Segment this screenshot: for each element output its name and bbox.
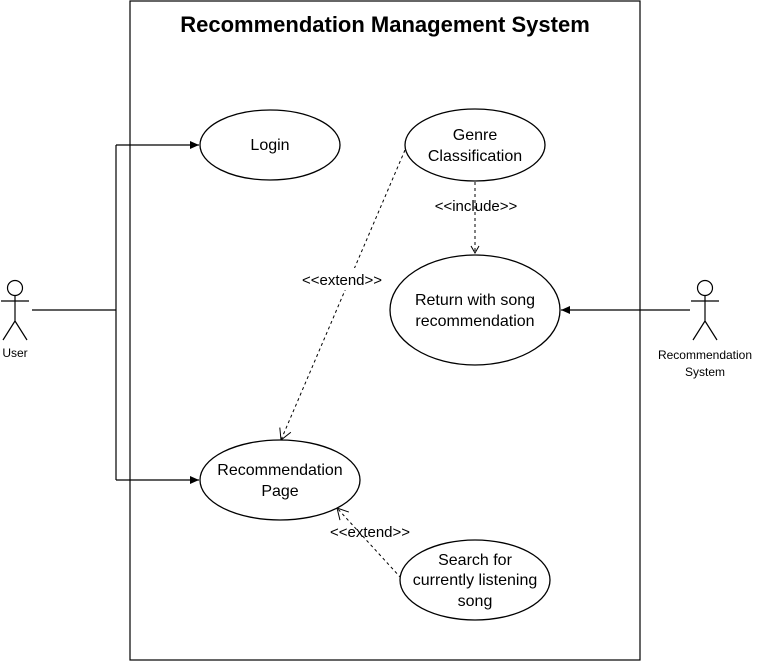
extend-label-genre: <<extend>> — [302, 272, 382, 289]
actor-system-label-line2: System — [685, 365, 725, 379]
system-boundary — [129, 0, 641, 661]
extend-relationship-genre — [279, 149, 406, 441]
actor-user-label: User — [2, 346, 27, 360]
use-case-recommendation-page: Recommendation Page — [199, 439, 361, 521]
use-case-login-label: Login — [250, 137, 289, 154]
return-label-line1: Return with song — [415, 292, 535, 309]
recpage-label-line1: Recommendation — [217, 462, 342, 479]
use-case-genre-classification: Genre Classification — [404, 108, 546, 182]
genre-label-line2: Classification — [428, 148, 522, 165]
actor-recommendation-system: Recommendation System — [658, 279, 752, 379]
extend-relationship-search — [336, 507, 402, 579]
search-label-line2: currently listening — [413, 572, 538, 589]
search-label-line3: song — [458, 593, 493, 610]
actor-user: User — [1, 279, 29, 360]
genre-label-line1: Genre — [453, 127, 498, 144]
actor-system-label-line1: Recommendation — [658, 348, 752, 362]
include-label: <<include>> — [435, 198, 518, 215]
use-case-login: Login — [199, 109, 341, 181]
stick-figure-icon — [691, 279, 719, 341]
recpage-label-line2: Page — [261, 483, 298, 500]
use-case-return-recommendation: Return with song recommendation — [389, 254, 561, 366]
extend-label-search: <<extend>> — [330, 524, 410, 541]
diagram-title: Recommendation Management System — [180, 12, 590, 37]
use-case-search-song: Search for currently listening song — [399, 539, 551, 621]
stick-figure-icon — [1, 279, 29, 341]
search-label-line1: Search for — [438, 552, 512, 569]
extend-label-bg — [296, 268, 388, 290]
user-associations — [32, 141, 199, 484]
return-label-line2: recommendation — [415, 313, 534, 330]
